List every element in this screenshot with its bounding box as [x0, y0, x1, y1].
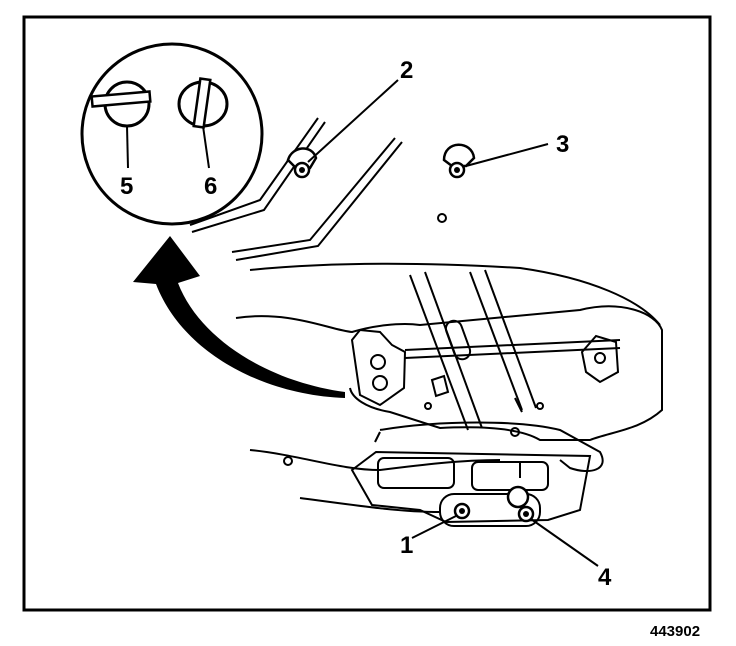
retainer-vertical-icon: [177, 77, 229, 129]
mounting-panel: [299, 450, 592, 527]
leader-5: [126, 125, 129, 169]
leader-3: [465, 143, 549, 167]
figure-number: 443902: [650, 623, 700, 640]
diagram-border: [22, 15, 712, 612]
bolt-4-icon: [506, 485, 535, 523]
detail-circle: [80, 42, 264, 226]
leader-6: [202, 125, 210, 169]
nut-1-icon: [453, 502, 471, 520]
leader-1: [411, 515, 457, 539]
leader-2: [307, 79, 399, 163]
callout-1: 1: [400, 532, 413, 559]
small-hole: [437, 213, 447, 223]
fastener-3-icon: [442, 143, 476, 179]
callout-5: 5: [120, 173, 133, 200]
window-regulator: [235, 269, 663, 472]
callout-3: 3: [556, 131, 569, 158]
callout-2: 2: [400, 57, 413, 84]
glass-channel-lines: [189, 117, 661, 326]
detail-magnifier: [80, 42, 264, 226]
callout-6: 6: [204, 173, 217, 200]
callout-4: 4: [598, 564, 612, 591]
rotate-arrow-icon: [133, 236, 345, 398]
leader-4: [530, 518, 599, 567]
fastener-2-icon: [286, 147, 318, 179]
